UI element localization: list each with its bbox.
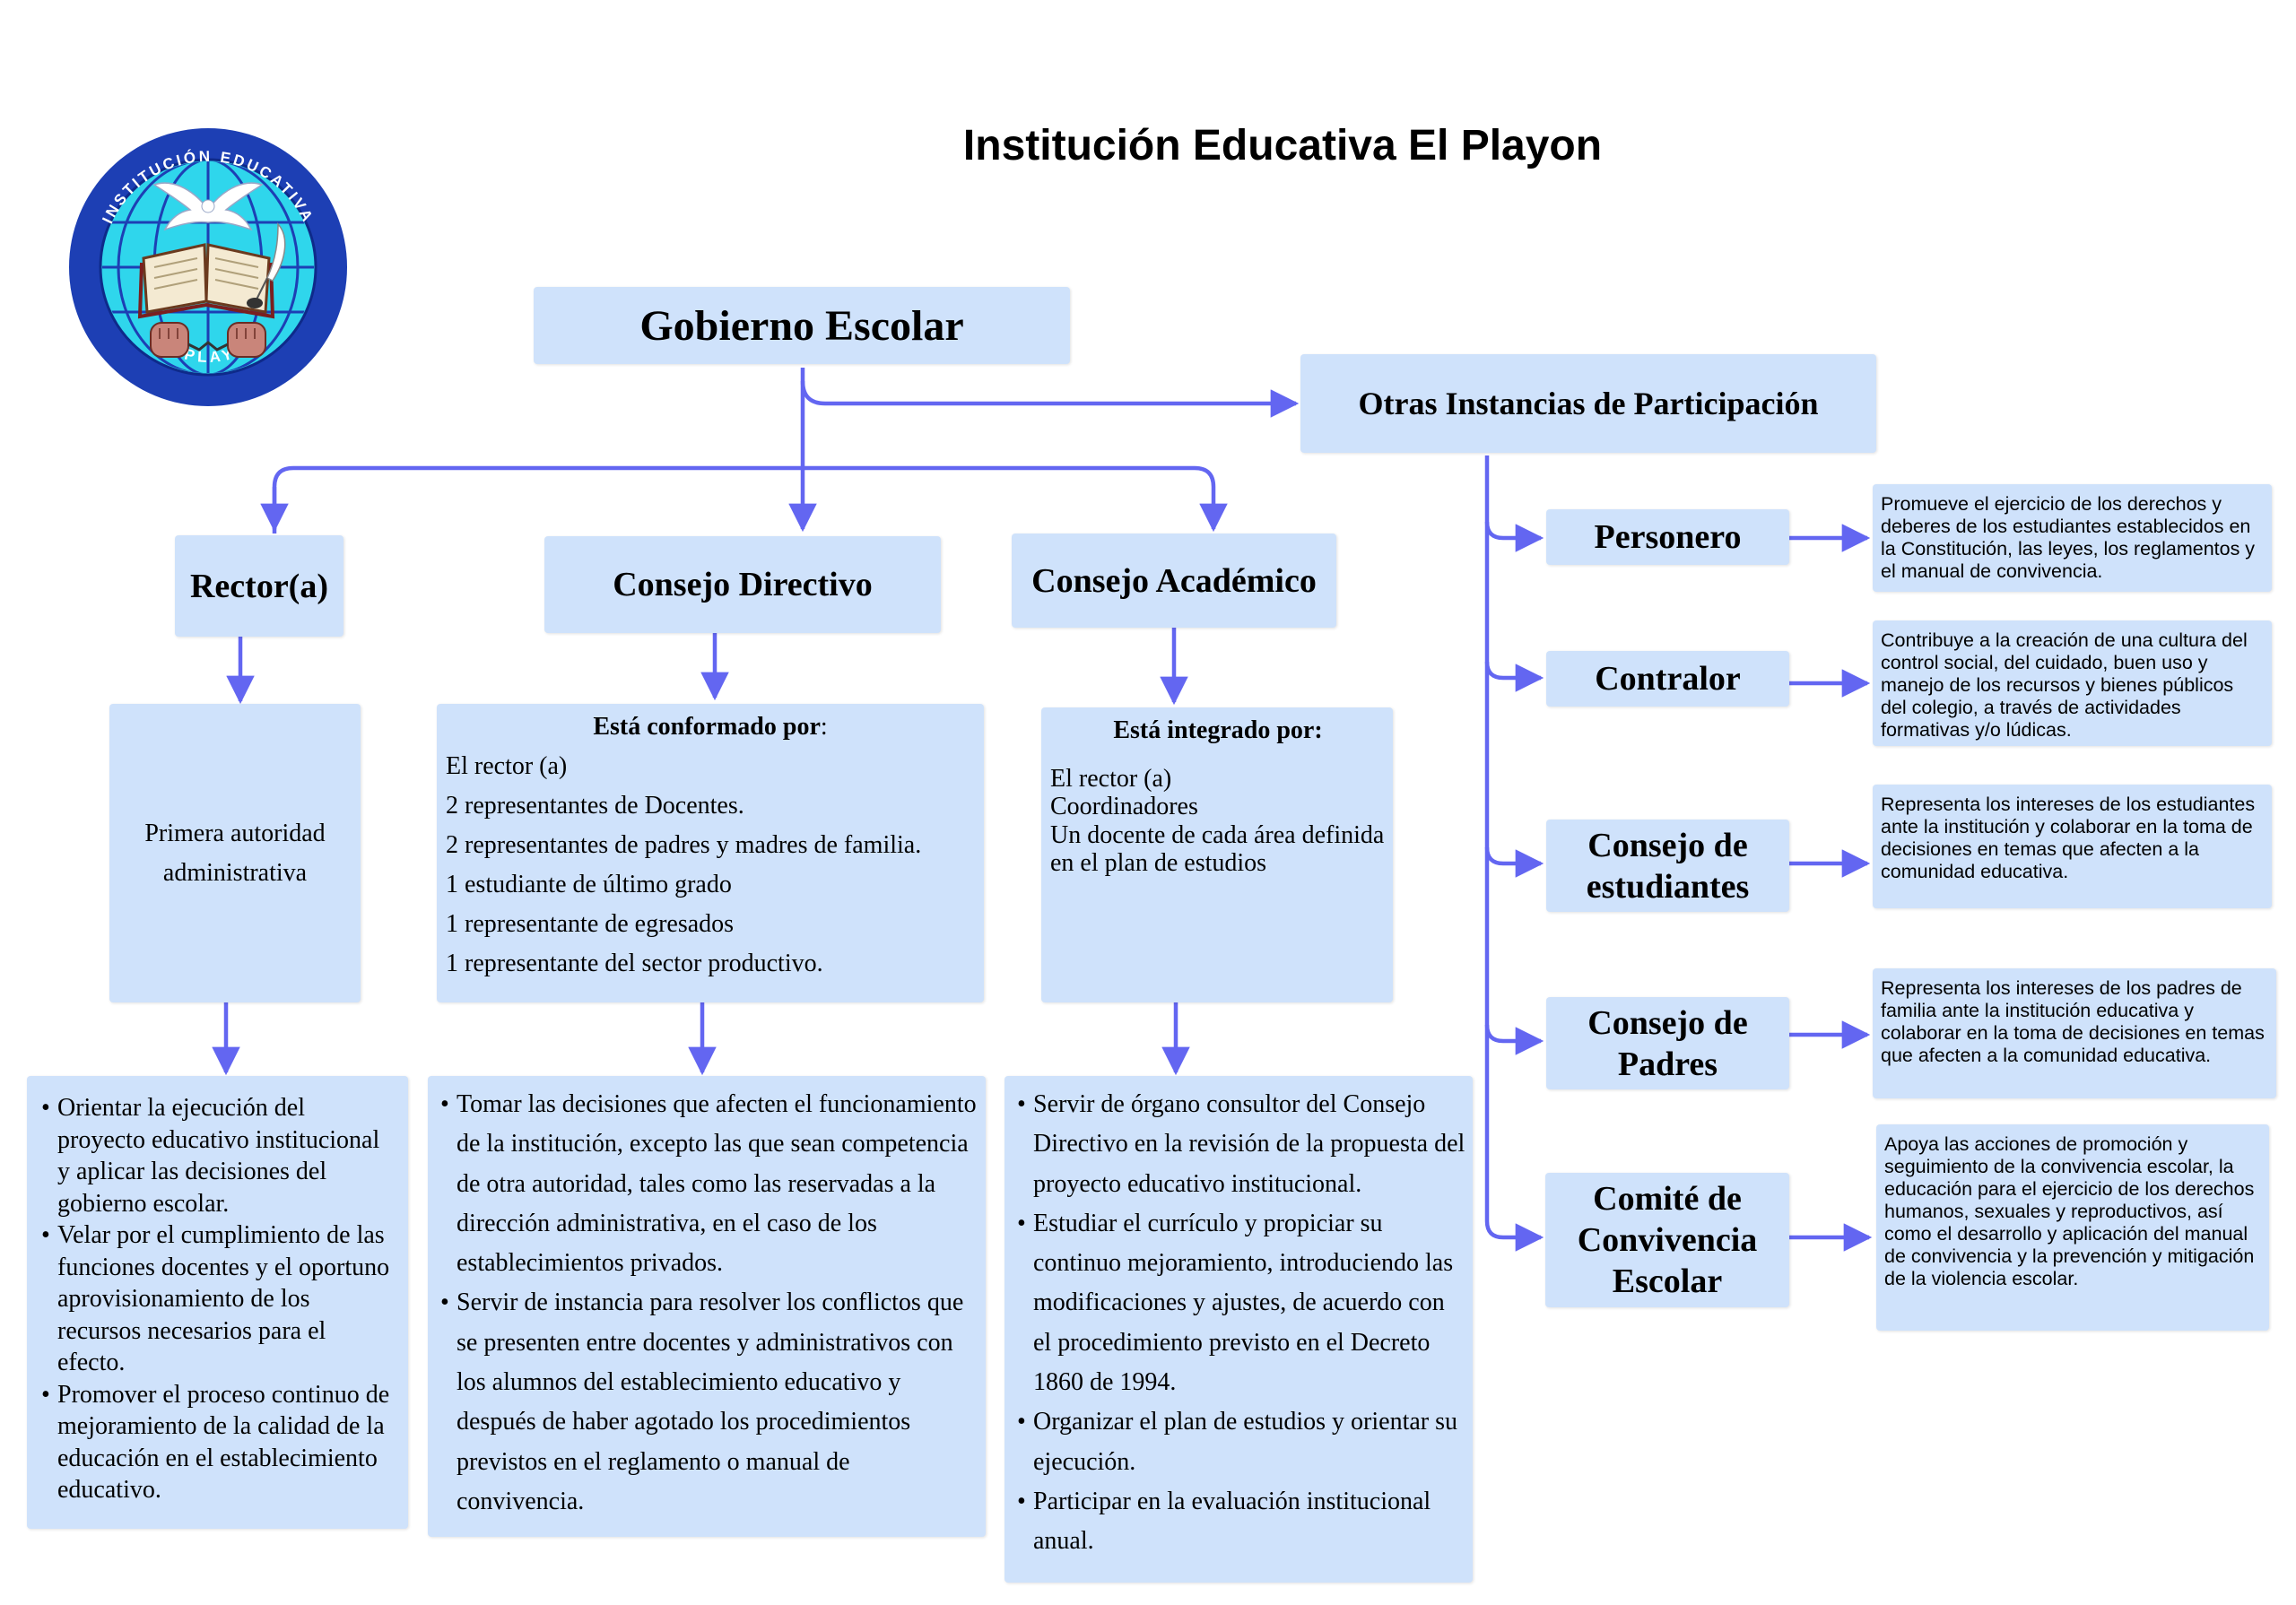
consejo-padres-description: Representa los intereses de los padres d… — [1873, 968, 2276, 1098]
list-item: 2 representantes de padres y madres de f… — [446, 831, 922, 859]
list-item: Organizar el plan de estudios y orientar… — [1012, 1402, 1467, 1482]
node-label: Rector(a) — [189, 567, 328, 605]
list-item: Velar por el cumplimiento de las funcion… — [36, 1219, 397, 1379]
node-label: Consejo de Padres — [1587, 1003, 1748, 1083]
node-consejo-padres: Consejo de Padres — [1546, 997, 1789, 1089]
directivo-members-box: Está conformado por: El rector (a) 2 rep… — [437, 704, 984, 1002]
list-item: El rector (a) — [1050, 764, 1172, 793]
node-label: Comité de Convivencia Escolar — [1577, 1180, 1758, 1300]
list-item: Orientar la ejecución del proyecto educa… — [36, 1092, 397, 1219]
list-item: Servir de instancia para resolver los co… — [435, 1283, 980, 1522]
rector-description-box: Primera autoridad administrativa — [109, 704, 361, 1002]
list-item: Promover el proceso continuo de mejorami… — [36, 1379, 397, 1506]
node-label: Consejo de estudiantes — [1586, 826, 1750, 906]
directivo-functions-list: Tomar las decisiones que afecten el func… — [435, 1085, 980, 1522]
school-logo: INSTITUCIÓN EDUCATIVA EL PLAYÓN — [69, 128, 347, 406]
node-label: Consejo Académico — [1031, 561, 1317, 600]
list-item: 1 representante del sector productivo. — [446, 950, 823, 977]
directivo-heading: Está conformado por — [593, 713, 821, 741]
node-label: Personero — [1594, 518, 1742, 556]
book-icon — [137, 243, 275, 319]
node-label: Consejo Directivo — [613, 566, 873, 603]
node-label: Otras Instancias de Participación — [1358, 386, 1819, 421]
rector-description: Primera autoridad administrativa — [144, 819, 326, 887]
list-item: Coordinadores — [1050, 793, 1198, 820]
personero-description: Promueve el ejercicio de los derechos y … — [1873, 484, 2272, 592]
directivo-heading-colon: : — [820, 713, 828, 741]
quill-icon — [247, 222, 286, 308]
list-item: Un docente de cada área definida en el p… — [1050, 820, 1385, 878]
dove-icon — [152, 182, 264, 231]
rector-functions-list: Orientar la ejecución del proyecto educa… — [36, 1092, 397, 1506]
list-item: El rector (a) — [446, 752, 568, 780]
node-comite-convivencia: Comité de Convivencia Escolar — [1545, 1173, 1789, 1307]
list-item: Estudiar el currículo y propiciar su con… — [1012, 1204, 1467, 1402]
academico-heading: Está integrado por: — [1113, 716, 1323, 744]
fists-icon — [150, 322, 266, 358]
node-gobierno-escolar: Gobierno Escolar — [534, 287, 1070, 364]
page-title: Institución Educativa El Playon — [962, 122, 1603, 169]
list-item: 1 estudiante de último grado — [446, 871, 732, 898]
node-otras-instancias: Otras Instancias de Participación — [1300, 354, 1876, 453]
comite-convivencia-description: Apoya las acciones de promoción y seguim… — [1876, 1124, 2269, 1331]
list-item: 2 representantes de Docentes. — [446, 792, 744, 820]
node-personero: Personero — [1546, 509, 1789, 565]
consejo-estudiantes-description: Representa los intereses de los estudian… — [1873, 785, 2272, 908]
node-label: Gobierno Escolar — [639, 301, 964, 350]
node-rector: Rector(a) — [175, 535, 344, 637]
node-consejo-directivo: Consejo Directivo — [544, 536, 941, 633]
contralor-description: Contribuye a la creación de una cultura … — [1873, 620, 2272, 746]
academico-functions-list: Servir de órgano consultor del Consejo D… — [1012, 1085, 1467, 1562]
list-item: 1 representante de egresados — [446, 910, 735, 938]
node-label: Contralor — [1595, 660, 1741, 698]
list-item: Participar en la evaluación instituciona… — [1012, 1482, 1467, 1562]
list-item: Tomar las decisiones que afecten el func… — [435, 1085, 980, 1283]
academico-members-box: Está integrado por: El rector (a) Coordi… — [1041, 707, 1393, 1002]
rector-functions-box: Orientar la ejecución del proyecto educa… — [27, 1076, 408, 1529]
list-item: Servir de órgano consultor del Consejo D… — [1012, 1085, 1467, 1204]
academico-functions-box: Servir de órgano consultor del Consejo D… — [1004, 1076, 1473, 1583]
node-consejo-estudiantes: Consejo de estudiantes — [1546, 820, 1789, 912]
node-consejo-academico: Consejo Académico — [1012, 534, 1336, 628]
directivo-functions-box: Tomar las decisiones que afecten el func… — [428, 1076, 986, 1537]
node-contralor: Contralor — [1546, 651, 1789, 707]
